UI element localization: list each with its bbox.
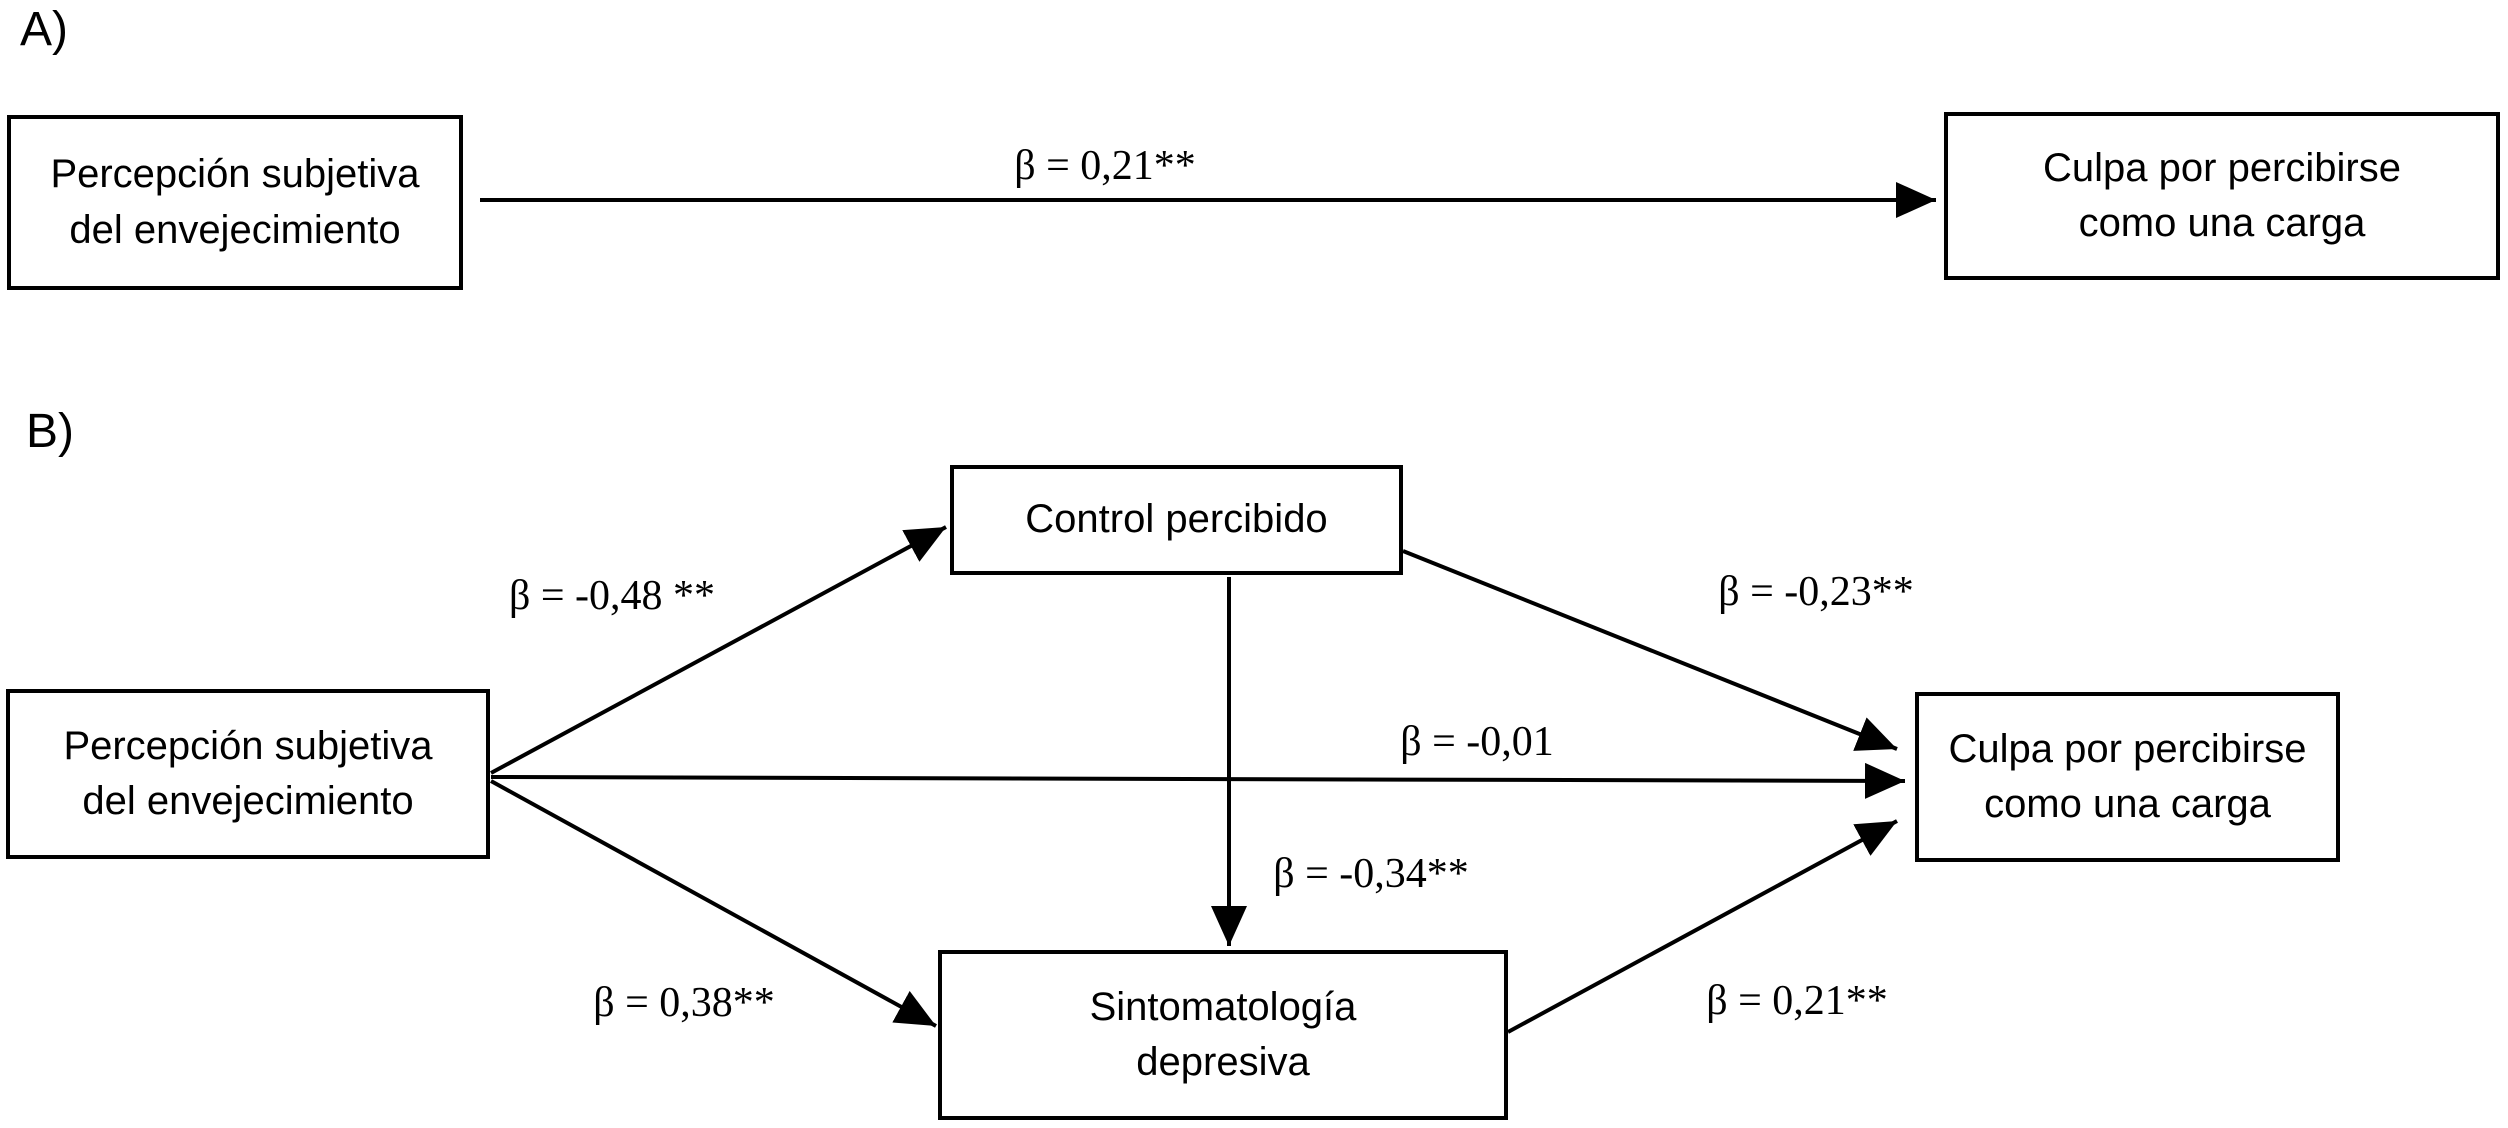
coef-b-predictor-to-symptoms: β = 0,38** xyxy=(593,980,775,1026)
arrow-b-symptoms-to-outcome xyxy=(1507,819,1898,1034)
node-b-subjective-aging-perception: Percepción subjetiva del envejecimiento xyxy=(6,689,490,859)
panel-b-label: B) xyxy=(26,405,74,458)
arrow-b-predictor-to-control xyxy=(490,525,947,775)
coef-b-symptoms-to-outcome: β = 0,21** xyxy=(1706,978,1888,1024)
coef-b-predictor-to-control: β = -0,48 ** xyxy=(508,573,716,619)
node-b-burden-guilt: Culpa por percibirse como una carga xyxy=(1915,692,2340,862)
coef-b-direct-effect: β = -0,01 xyxy=(1400,719,1554,765)
node-b-perceived-control: Control percibido xyxy=(950,465,1403,575)
coef-b-control-to-outcome: β = -0,23** xyxy=(1718,569,1914,615)
node-b-depressive-symptoms: Sintomatología depresiva xyxy=(938,950,1508,1120)
arrow-b-predictor-to-symptoms xyxy=(490,779,937,1028)
node-a-burden-guilt: Culpa por percibirse como una carga xyxy=(1944,112,2500,280)
panel-a-label: A) xyxy=(20,3,68,56)
arrow-b-control-to-outcome xyxy=(1402,549,1898,751)
arrow-b-direct-effect xyxy=(490,762,1906,799)
coef-a-direct: β = 0,21** xyxy=(1014,143,1196,189)
coef-b-control-to-symptoms: β = -0,34** xyxy=(1273,851,1469,897)
node-a-subjective-aging-perception: Percepción subjetiva del envejecimiento xyxy=(7,115,463,290)
